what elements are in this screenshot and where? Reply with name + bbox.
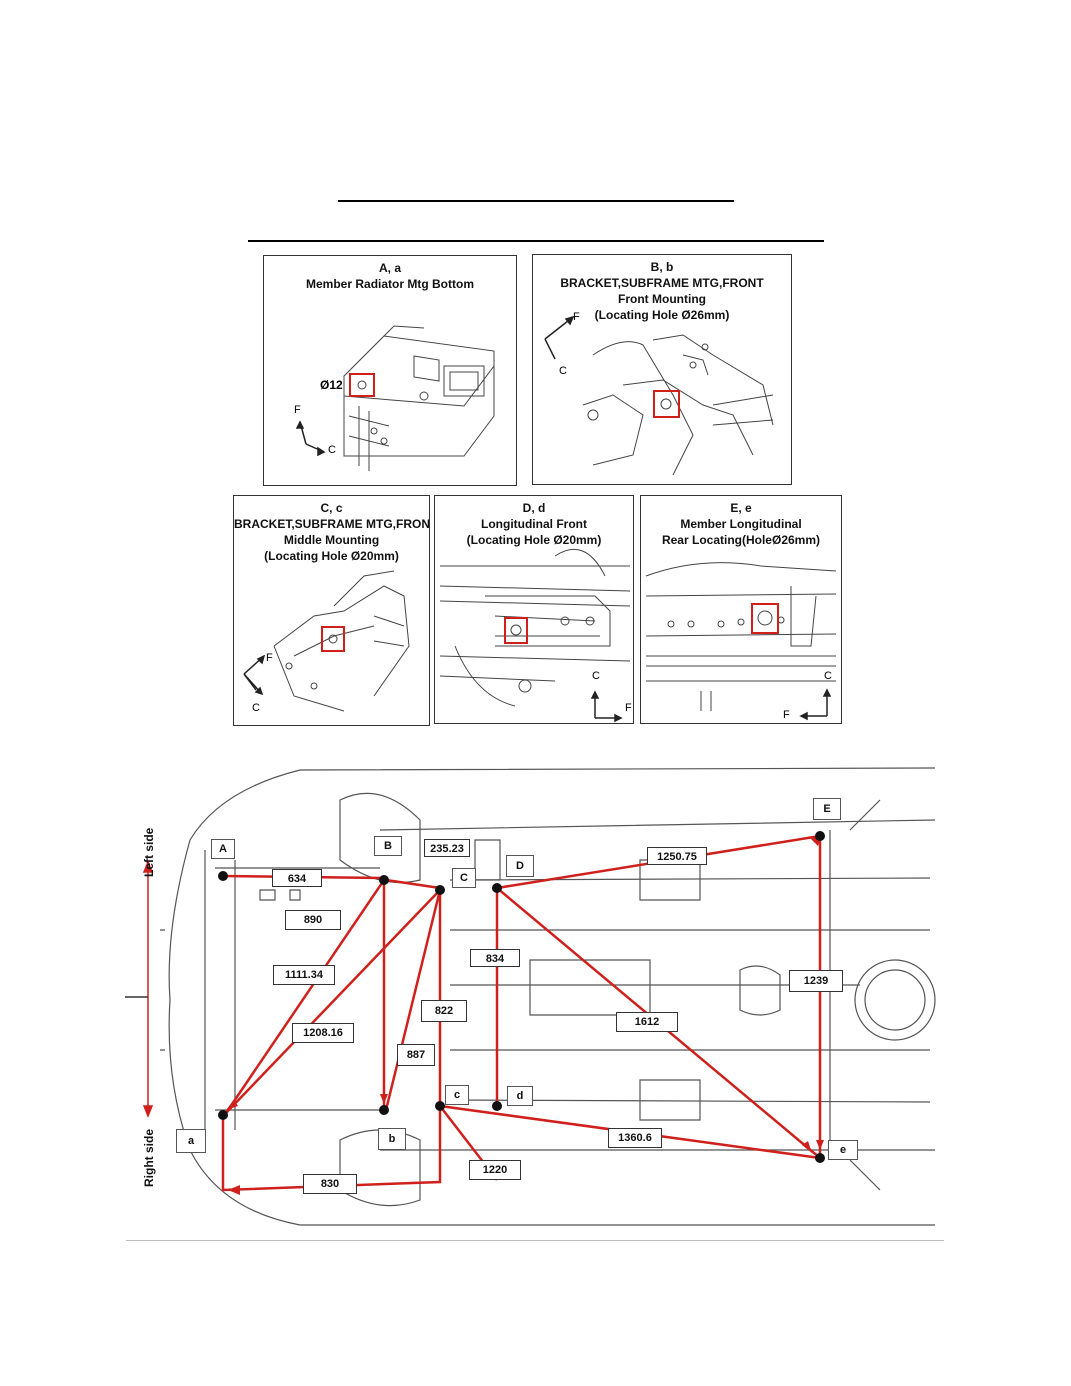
panel-d-drawing (439, 548, 631, 723)
header-rule-2 (248, 240, 824, 242)
axis-c-label: C (559, 365, 567, 377)
panel-e-drawing (645, 562, 837, 721)
detail-panel-d: D, d Longitudinal Front (Locating Hole Ø… (434, 495, 634, 724)
panel-title-line: BRACKET,SUBFRAME MTG,FRONT (234, 517, 430, 531)
panel-title-line: B, b (650, 260, 674, 274)
measurement-822: 822 (421, 1000, 467, 1022)
axis-c-label: C (252, 702, 260, 714)
panel-title: D, d Longitudinal Front (Locating Hole Ø… (435, 500, 633, 548)
detail-panel-c: C, c BRACKET,SUBFRAME MTG,FRONT Middle M… (233, 495, 430, 726)
measurement-235-23: 235.23 (424, 839, 470, 857)
detail-panel-e: E, e Member Longitudinal Rear Locating(H… (640, 495, 842, 724)
panel-title-line: D, d (522, 501, 546, 515)
panel-a-drawing (295, 325, 495, 471)
measurement-830: 830 (303, 1174, 357, 1194)
measurement-1612: 1612 (616, 1012, 678, 1032)
point-label-b-upper: B (374, 836, 402, 856)
measurement-834: 834 (470, 949, 520, 967)
measurement-1220: 1220 (469, 1160, 521, 1180)
point-label-d-lower: d (507, 1086, 533, 1106)
axis-f-label: F (783, 709, 790, 721)
panel-c-drawing (243, 570, 410, 712)
measurement-887: 887 (397, 1044, 435, 1066)
measurement-1239: 1239 (789, 970, 843, 992)
panel-title-line: BRACKET,SUBFRAME MTG,FRONT (560, 276, 764, 290)
measurement-1111-34: 1111.34 (273, 965, 335, 985)
measurement-1208-16: 1208.16 (292, 1023, 354, 1043)
axis-c-label: C (824, 670, 832, 682)
left-side-label: Left side (142, 827, 156, 877)
point-label-a-lower: a (176, 1129, 206, 1153)
panel-b-drawing (544, 315, 774, 476)
callout-diameter: Ø12 (320, 378, 343, 392)
panel-title: B, b BRACKET,SUBFRAME MTG,FRONT Front Mo… (533, 259, 791, 323)
panel-title-line: (Locating Hole Ø20mm) (264, 549, 399, 563)
panel-title-line: E, e (730, 501, 752, 515)
panel-title-line: (Locating Hole Ø26mm) (594, 308, 730, 322)
detail-panel-b: B, b BRACKET,SUBFRAME MTG,FRONT Front Mo… (532, 254, 792, 485)
point-label-e-upper: E (813, 798, 841, 820)
axis-c-label: C (328, 444, 336, 456)
point-label-a-upper: A (211, 839, 235, 859)
footer-rule (126, 1240, 944, 1241)
panel-title: E, e Member Longitudinal Rear Locating(H… (641, 500, 841, 548)
axis-f-label: F (573, 311, 580, 323)
header-rule-1 (338, 200, 734, 202)
point-label-d-upper: D (506, 855, 534, 877)
right-side-label: Right side (142, 1128, 156, 1187)
panel-title-line: Middle Mounting (283, 533, 380, 547)
panel-title: A, a Member Radiator Mtg Bottom (264, 260, 516, 292)
measurement-1360-6: 1360.6 (608, 1128, 662, 1148)
measurement-1250-75: 1250.75 (647, 847, 707, 865)
point-label-e-lower: e (828, 1140, 858, 1160)
measurement-634: 634 (272, 869, 322, 887)
axis-f-label: F (294, 404, 301, 416)
detail-panel-a: A, a Member Radiator Mtg Bottom Ø12 F C (263, 255, 517, 486)
point-label-b-lower: b (378, 1128, 406, 1150)
point-label-c-lower: c (445, 1085, 469, 1105)
panel-title-line: Front Mounting (618, 292, 706, 306)
panel-title-line: Rear Locating(HoleØ26mm) (661, 533, 821, 547)
panel-title-line: A, a (378, 261, 401, 275)
panel-title: C, c BRACKET,SUBFRAME MTG,FRONT Middle M… (234, 500, 429, 564)
panel-title-line: Member Radiator Mtg Bottom (306, 277, 474, 291)
axis-f-label: F (266, 652, 273, 664)
panel-title-line: Member Longitudinal (680, 517, 802, 531)
panel-title-line: Longitudinal Front (481, 517, 587, 531)
panel-title-line: (Locating Hole Ø20mm) (466, 533, 602, 547)
axis-c-label: C (592, 670, 600, 682)
point-label-c-upper: C (452, 868, 476, 888)
axis-f-label: F (625, 702, 632, 714)
measurement-890: 890 (285, 910, 341, 930)
panel-title-line: C, c (320, 501, 343, 515)
